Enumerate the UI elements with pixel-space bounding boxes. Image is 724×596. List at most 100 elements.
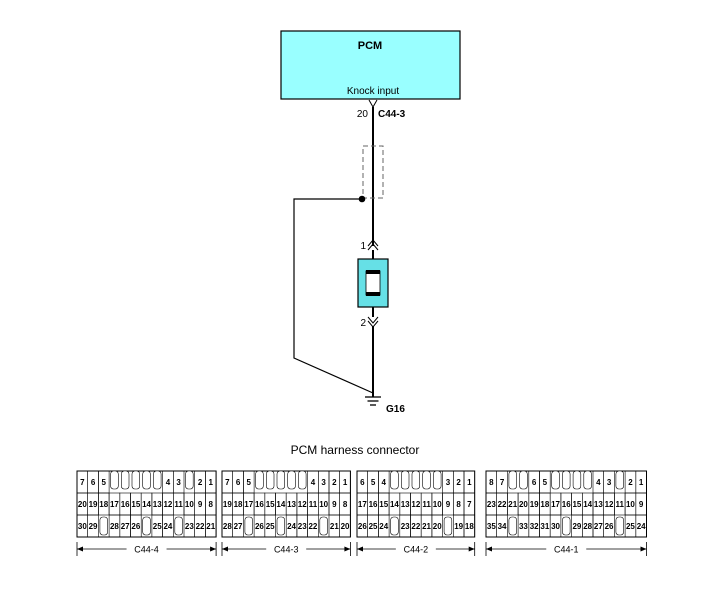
pin-number-label: 21 <box>508 500 517 509</box>
pin-cell <box>496 514 508 538</box>
pin-number-label: 2 <box>628 478 633 487</box>
pin-number-label: 15 <box>572 500 581 509</box>
connector-key-slot <box>562 516 571 536</box>
pin-cell <box>87 514 99 538</box>
pin-number-label: 11 <box>422 500 431 509</box>
connector-key-slot <box>615 470 624 490</box>
ground-icon <box>365 396 381 406</box>
pin-number-label: 9 <box>332 500 337 509</box>
pin-number-label: 29 <box>572 522 581 531</box>
pin-cell <box>264 514 276 538</box>
connector-key-slot <box>583 470 592 490</box>
pin-number-label: 28 <box>110 522 119 531</box>
pin-number-label: 26 <box>255 522 264 531</box>
pin-number-label: 27 <box>234 522 243 531</box>
pin-number-label: 13 <box>594 500 603 509</box>
connector-key-slot <box>443 516 453 536</box>
pin-cell <box>603 514 615 538</box>
pin-number-label: 21 <box>330 522 339 531</box>
connector-key-slot <box>153 470 162 490</box>
knock-sensor-element-icon <box>365 270 381 296</box>
connector-key-slot <box>390 470 399 490</box>
pin-number-label: 5 <box>247 478 252 487</box>
pin-number-label: 19 <box>223 500 232 509</box>
connector-key-slot <box>433 470 442 490</box>
pin-number-label: 1 <box>639 478 644 487</box>
pin-number-label: 7 <box>467 500 472 509</box>
connector-top-icon <box>367 239 379 247</box>
pin-number-label: 13 <box>153 500 162 509</box>
connector-key-slot <box>615 516 624 536</box>
connector-key-slot <box>142 516 151 536</box>
knock-input-label: Knock input <box>347 86 399 97</box>
pin-number-label: 8 <box>489 478 494 487</box>
pin-number-label: 23 <box>185 522 194 531</box>
pin-number-label: 12 <box>605 500 614 509</box>
pin-number-label: 16 <box>369 500 378 509</box>
pcm-title: PCM <box>358 40 382 52</box>
pin-number-label: 11 <box>309 500 318 509</box>
connector-key-slot <box>244 516 253 536</box>
pin-cell <box>307 514 319 538</box>
connector-key-slot <box>121 470 130 490</box>
pin-number-label: 12 <box>298 500 307 509</box>
pin-number-label: 3 <box>607 478 612 487</box>
pin-number-label: 18 <box>540 500 549 509</box>
pcm-module-box <box>280 30 461 100</box>
pin-number-label: 12 <box>163 500 172 509</box>
pin-number-label: 9 <box>198 500 203 509</box>
connector-label: C44-3 <box>274 545 299 555</box>
connector-key-slot <box>99 516 108 536</box>
pin-number-label: 4 <box>166 478 171 487</box>
pin-number-label: 29 <box>89 522 98 531</box>
connector-key-slot <box>276 470 285 490</box>
pin-number-label: 22 <box>411 522 420 531</box>
pin-number-label: 19 <box>454 522 463 531</box>
pin-number-label: 5 <box>371 478 376 487</box>
pin-terminal-icon <box>368 99 378 109</box>
connector-key-slot <box>142 470 151 490</box>
pin-number-label: 34 <box>498 522 507 531</box>
connector-key-slot <box>572 470 582 490</box>
pin-number-label: 3 <box>176 478 181 487</box>
pin-number-label: 27 <box>594 522 603 531</box>
pin-number-label: 14 <box>583 500 592 509</box>
connector-top-icon-2 <box>367 243 379 251</box>
pin-number-label: 7 <box>500 478 505 487</box>
pin-number-label: 10 <box>319 500 328 509</box>
pin-number-label: 1 <box>209 478 214 487</box>
pin-number-label: 5 <box>102 478 107 487</box>
connector-bottom-icon <box>367 316 379 324</box>
connector-key-slot <box>400 470 410 490</box>
connector-key-slot <box>131 470 140 490</box>
pin-number-label: 20 <box>341 522 350 531</box>
connector-key-slot <box>411 470 420 490</box>
pin-number-label: 21 <box>422 522 431 531</box>
pin-number-label: 23 <box>401 522 410 531</box>
pin-number-label: 10 <box>433 500 442 509</box>
harness-title: PCM harness connector <box>291 443 420 457</box>
pin-number-label: 31 <box>540 522 549 531</box>
pin-number-label: 28 <box>583 522 592 531</box>
connector-id: C44-3 <box>378 109 406 120</box>
pin-number-label: 22 <box>498 500 507 509</box>
pin-number-label: 7 <box>225 478 230 487</box>
pin-number-label: 32 <box>530 522 539 531</box>
pin-cell <box>549 514 562 538</box>
pin-number-label: 20 <box>519 500 528 509</box>
pin-cell <box>162 514 174 538</box>
pin-number-label: 25 <box>266 522 275 531</box>
pin-number-label: 4 <box>311 478 316 487</box>
pin-number-label: 1 <box>343 478 348 487</box>
pin-number: 20 <box>357 109 369 120</box>
pin-number-label: 17 <box>110 500 119 509</box>
pin-cell <box>205 514 217 538</box>
pin-number-label: 26 <box>358 522 367 531</box>
pin-number-label: 25 <box>153 522 162 531</box>
pin-number-label: 25 <box>626 522 635 531</box>
pin-number-label: 26 <box>605 522 614 531</box>
